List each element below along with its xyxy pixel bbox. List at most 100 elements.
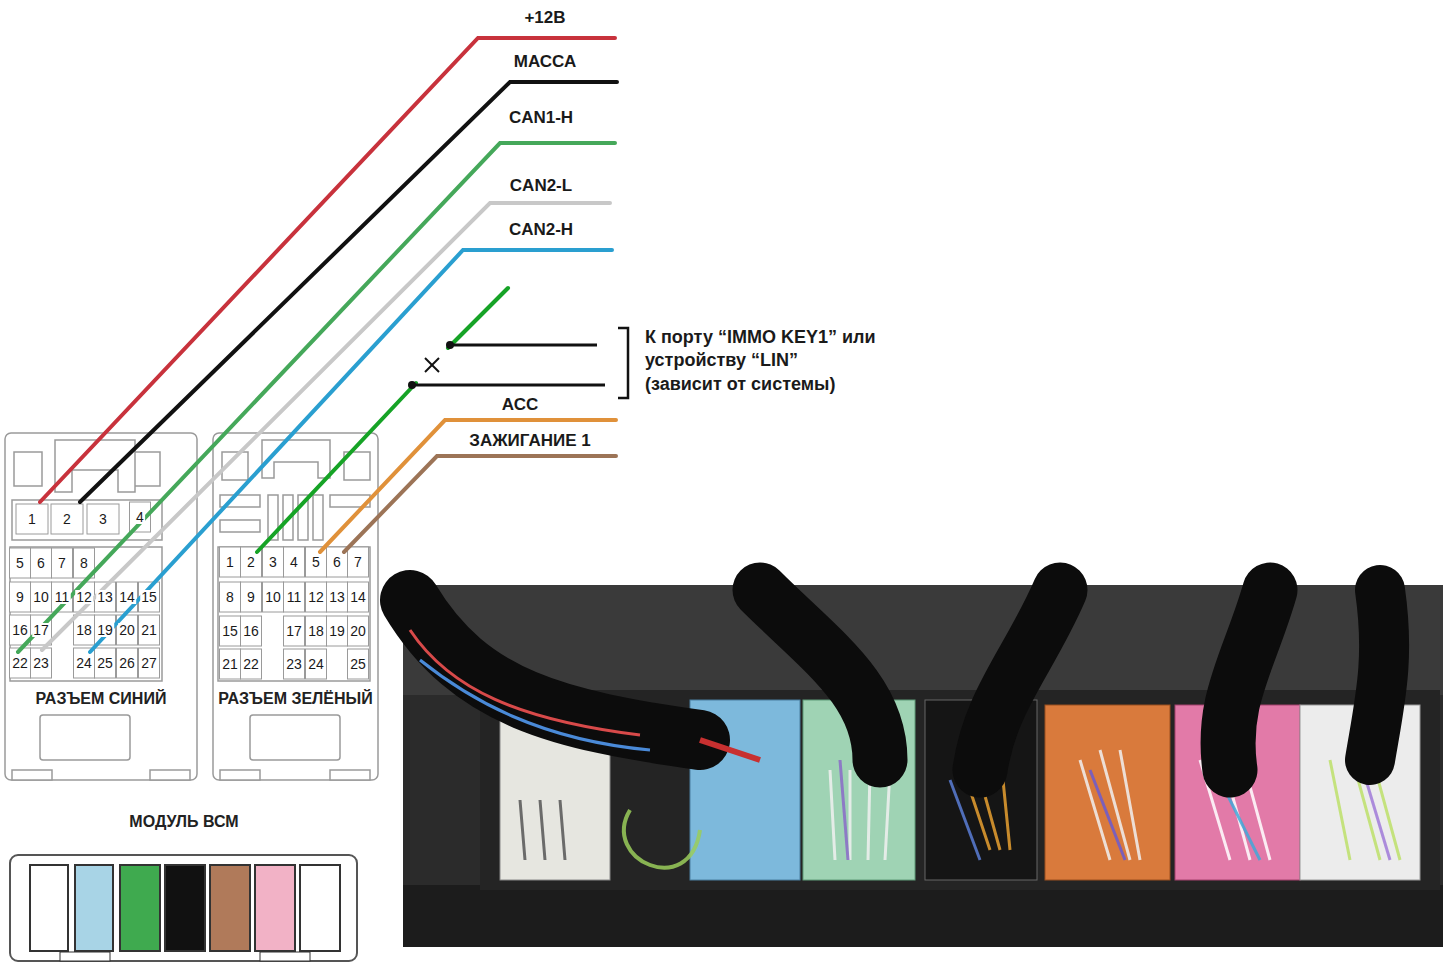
leader-lines xyxy=(412,328,628,398)
bcm-photo xyxy=(403,585,1443,947)
pin-number: 9 xyxy=(246,590,256,604)
pin-number: 4 xyxy=(135,510,145,524)
pin-cell xyxy=(306,616,327,646)
pin-number: 3 xyxy=(268,555,278,569)
pin-cell xyxy=(31,582,52,612)
pin-cell xyxy=(10,548,31,578)
connector-title: РАЗЪЕМ ЗЕЛЁНЫЙ xyxy=(213,689,378,708)
pin-number: 9 xyxy=(15,590,25,604)
module-strip: МОДУЛЬ ВСМ xyxy=(8,808,360,964)
pin-number: 12 xyxy=(75,590,93,604)
pin-cell xyxy=(241,616,262,646)
pin-cell xyxy=(284,649,305,679)
pin-number: 2 xyxy=(246,555,256,569)
pin-number: 2 xyxy=(62,512,72,526)
pin-number: 6 xyxy=(36,556,46,570)
pin-number: 5 xyxy=(15,556,25,570)
pin-number: 25 xyxy=(349,657,367,671)
pin-number: 17 xyxy=(32,623,50,637)
pin-number: 19 xyxy=(328,624,346,638)
signal-name: +12В xyxy=(524,8,565,28)
pin-cell xyxy=(327,582,348,612)
signal-name: АСС xyxy=(502,395,538,415)
pin-number: 3 xyxy=(98,512,108,526)
pin-number: 21 xyxy=(221,657,239,671)
pin-number: 15 xyxy=(140,590,158,604)
pin-cell xyxy=(306,547,327,577)
pin-cell xyxy=(95,615,116,645)
pin-cell xyxy=(10,582,31,612)
pin-cell xyxy=(327,616,348,646)
pin-cell xyxy=(348,649,369,679)
pin-number: 13 xyxy=(328,590,346,604)
signal-name: CAN2-L xyxy=(510,176,572,196)
connector-title: МОДУЛЬ ВСМ xyxy=(8,812,360,831)
pin-cell xyxy=(348,582,369,612)
callout-note: К порту “IMMO KEY1” или устройству “LIN”… xyxy=(645,326,877,396)
signal-name: МАССА xyxy=(514,52,576,72)
pin-cell xyxy=(306,649,327,679)
signal-name: CAN2-H xyxy=(509,220,573,240)
pin-cells xyxy=(10,502,369,679)
wire xyxy=(18,143,615,652)
pin-number: 14 xyxy=(349,590,367,604)
pin-cell xyxy=(95,648,116,678)
cut-mark xyxy=(425,358,439,372)
pin-number: 15 xyxy=(221,624,239,638)
wire xyxy=(448,288,508,348)
pin-cell xyxy=(87,504,119,534)
connector-housing: РАЗЪЕМ СИНИЙ xyxy=(5,433,197,780)
pin-number: 10 xyxy=(264,590,282,604)
pin-cell xyxy=(284,547,305,577)
pin-number: 6 xyxy=(332,555,342,569)
bcm-module-strip xyxy=(10,855,357,961)
pin-cell xyxy=(16,504,48,534)
pin-number: 1 xyxy=(27,512,37,526)
pin-cell xyxy=(52,548,73,578)
pin-cell xyxy=(284,616,305,646)
pin-cell xyxy=(139,615,160,645)
pin-number: 19 xyxy=(96,623,114,637)
pin-cell xyxy=(117,582,138,612)
signal-name: ЗАЖИГАНИЕ 1 xyxy=(469,431,590,451)
pin-cell xyxy=(220,616,241,646)
pin-number: 10 xyxy=(32,590,50,604)
pin-number: 17 xyxy=(285,624,303,638)
wire xyxy=(257,383,416,552)
pin-number: 26 xyxy=(118,656,136,670)
pin-number: 12 xyxy=(307,590,325,604)
pin-number: 4 xyxy=(289,555,299,569)
wire xyxy=(344,456,616,552)
pin-number: 21 xyxy=(140,623,158,637)
pin-number: 11 xyxy=(286,590,303,604)
pin-number: 18 xyxy=(75,623,93,637)
pin-cell xyxy=(51,504,83,534)
pin-cell xyxy=(348,547,369,577)
pin-cell xyxy=(241,582,262,612)
pin-cell xyxy=(139,648,160,678)
pin-number: 23 xyxy=(32,656,50,670)
connector-title: РАЗЪЕМ СИНИЙ xyxy=(5,689,197,708)
pin-cell xyxy=(31,648,52,678)
pin-cell xyxy=(263,547,284,577)
pin-number: 25 xyxy=(96,656,114,670)
pin-cell xyxy=(220,582,241,612)
signal-name: CAN1-H xyxy=(509,108,573,128)
pin-number: 11 xyxy=(54,590,71,604)
pin-cell xyxy=(241,649,262,679)
pin-cell xyxy=(31,548,52,578)
pin-number: 18 xyxy=(307,624,325,638)
pin-number: 7 xyxy=(353,555,363,569)
pin-number: 1 xyxy=(225,555,235,569)
pin-number: 27 xyxy=(140,656,158,670)
pin-number: 24 xyxy=(75,656,93,670)
connector-outline xyxy=(5,433,197,780)
wires xyxy=(18,38,617,652)
pin-cell xyxy=(306,582,327,612)
pin-number: 22 xyxy=(11,656,29,670)
pin-number: 16 xyxy=(11,623,29,637)
wire xyxy=(40,38,615,502)
pin-number: 14 xyxy=(118,590,136,604)
pin-number: 23 xyxy=(285,657,303,671)
pin-cell xyxy=(263,582,284,612)
